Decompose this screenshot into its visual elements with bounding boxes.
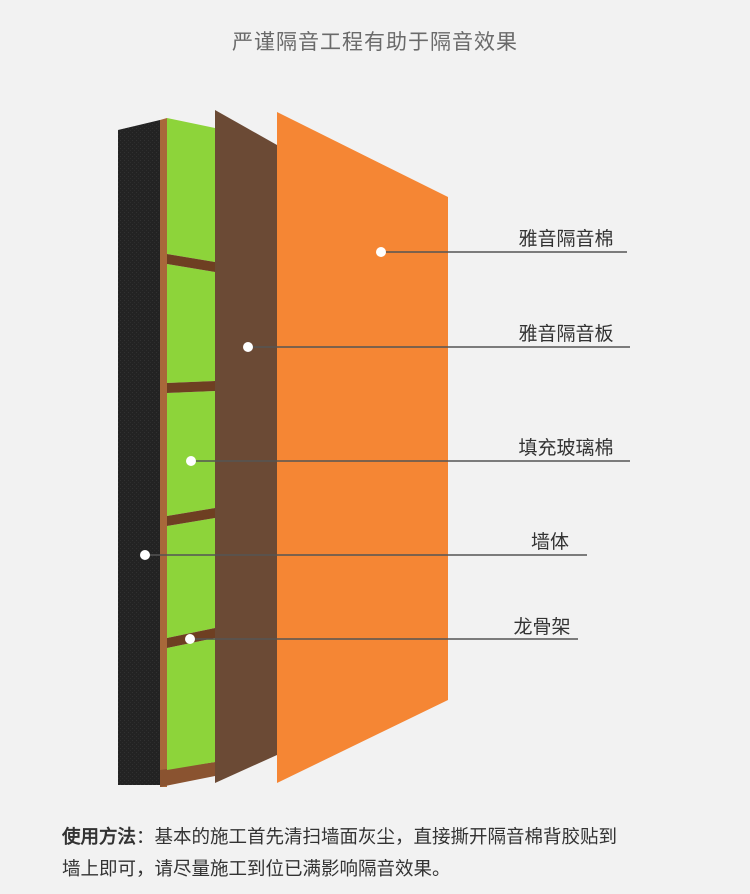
leader-glass-wool xyxy=(186,456,630,466)
soundproof-board-layer xyxy=(215,110,277,783)
usage-instructions: 使用方法：基本的施工首先清扫墙面灰尘，直接撕开隔音棉背胶贴到 墙上即可，请尽量施… xyxy=(62,822,712,886)
page-title: 严谨隔音工程有助于隔音效果 xyxy=(232,30,518,54)
label-wall: 墙体 xyxy=(530,531,569,553)
usage-text-line1: 基本的施工首先清扫墙面灰尘，直接撕开隔音棉背胶贴到 xyxy=(154,827,618,848)
wall-layer xyxy=(118,120,160,785)
soundproof-cotton-layer xyxy=(277,112,448,783)
leader-keel-frame xyxy=(185,634,578,644)
label-soundproof-board: 雅音隔音板 xyxy=(518,323,614,345)
leader-soundproof-board xyxy=(243,342,630,352)
usage-label: 使用方法 xyxy=(62,827,137,848)
leader-soundproof-cotton xyxy=(376,247,627,257)
label-glass-wool: 填充玻璃棉 xyxy=(518,437,614,459)
glass-wool-layer xyxy=(167,118,215,770)
leader-wall xyxy=(140,550,587,560)
usage-text-line2: 墙上即可，请尽量施工到位已满影响隔音效果。 xyxy=(62,859,451,880)
label-keel-frame: 龙骨架 xyxy=(513,616,571,638)
label-soundproof-cotton: 雅音隔音棉 xyxy=(518,228,614,250)
usage-colon: ： xyxy=(136,827,155,848)
